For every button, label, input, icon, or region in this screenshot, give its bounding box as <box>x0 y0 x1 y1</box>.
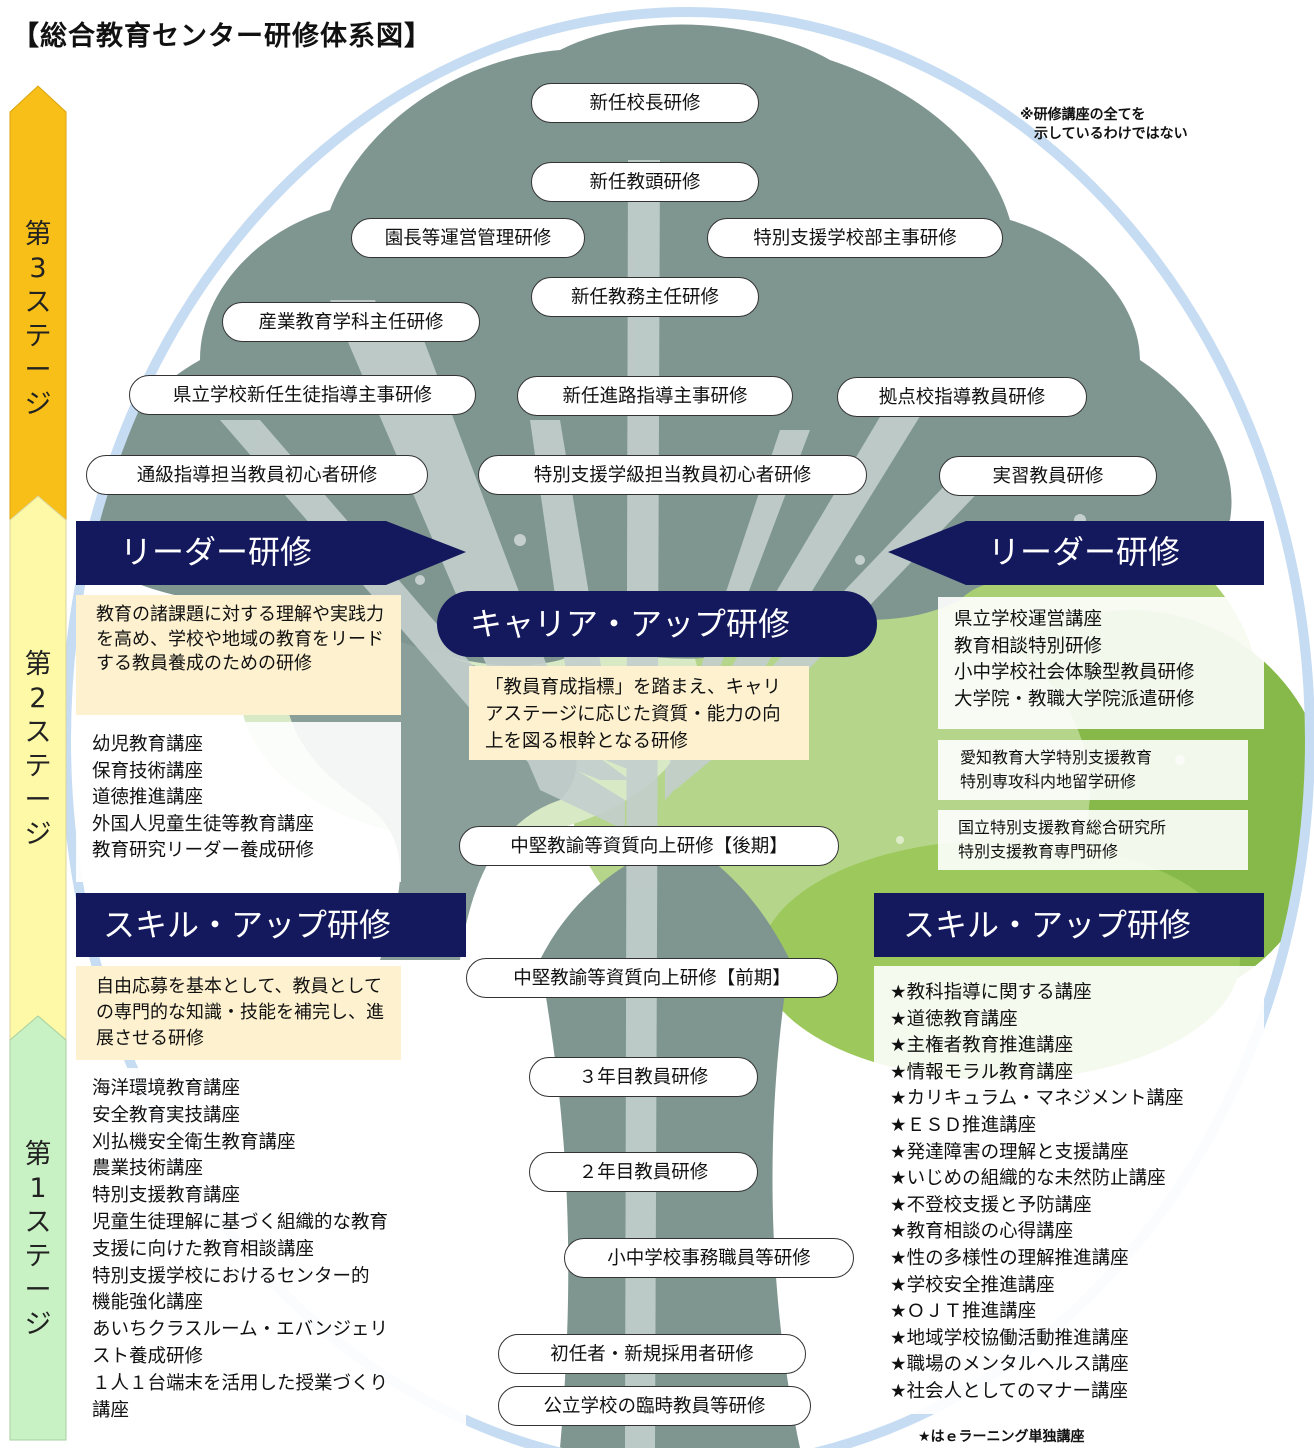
leader-description: 教育の諸課題に対する理解や実践力を高め、学校や地域の教育をリードする教員養成のた… <box>76 595 401 715</box>
list-item: 安全教育実技講座 <box>92 1104 241 1126</box>
list-item: 講座 <box>92 1399 130 1421</box>
training-pill-third-year: ３年目教員研修 <box>529 1057 758 1097</box>
list-item: スト養成研修 <box>92 1345 204 1367</box>
list-item: 農業技術講座 <box>92 1158 204 1180</box>
training-pill-practicum-teacher: 実習教員研修 <box>939 456 1157 496</box>
list-item: 国立特別支援教育総合研究所 <box>958 818 1167 837</box>
list-item: 特別専攻科内地留学研修 <box>960 772 1137 791</box>
training-pill-temporary-teacher: 公立学校の臨時教員等研修 <box>498 1386 811 1426</box>
list-item: ★職場のメンタルヘルス講座 <box>890 1354 1129 1376</box>
list-item: あいちクラスルーム・エバンジェリ <box>92 1319 389 1341</box>
list-item: ★ＯＪＴ推進講座 <box>890 1301 1037 1323</box>
list-item: 特別支援教育講座 <box>92 1185 241 1207</box>
list-item: 道徳推進講座 <box>92 787 204 808</box>
leader-left-course-list: 幼児教育講座 保育技術講座 道徳推進講座 外国人児童生徒等教育講座 教育研究リー… <box>76 722 401 882</box>
list-item: 教育相談特別研修 <box>954 635 1103 657</box>
list-item: 幼児教育講座 <box>92 734 204 755</box>
list-item: 教育研究リーダー養成研修 <box>92 840 315 861</box>
training-pill-student-guidance: 県立学校新任生徒指導主事研修 <box>129 375 476 415</box>
leader-right-course-list: 県立学校運営講座 教育相談特別研修 小中学校社会体験型教員研修 大学院・教職大学… <box>938 597 1264 729</box>
list-item: 児童生徒理解に基づく組織的な教育 <box>92 1211 389 1233</box>
list-item: ★主権者教育推進講座 <box>890 1035 1074 1057</box>
training-pill-new-principal: 新任校長研修 <box>531 83 759 123</box>
list-item: ★教科指導に関する講座 <box>890 982 1092 1003</box>
training-pill-special-class: 特別支援学級担当教員初心者研修 <box>478 455 867 495</box>
list-item: 小中学校社会体験型教員研修 <box>954 662 1195 683</box>
training-pill-midcareer-early: 中堅教諭等資質向上研修【前期】 <box>466 958 838 998</box>
training-pill-second-year: ２年目教員研修 <box>529 1152 758 1192</box>
stage-1-label: 第 1 ス テ ー ジ <box>24 1139 52 1340</box>
skill-left-course-list: 海洋環境教育講座 安全教育実技講座 刈払機安全衛生教育講座 農業技術講座 特別支… <box>76 1068 466 1430</box>
training-pill-special-support-dept: 特別支援学校部主事研修 <box>707 218 1003 258</box>
list-item: 愛知教育大学特別支援教育 <box>960 748 1153 767</box>
leader-right-heading: リーダー研修 <box>988 533 1181 571</box>
stage-3-label: 第 3 ス テ ー ジ <box>24 219 52 420</box>
list-item: 海洋環境教育講座 <box>92 1078 241 1099</box>
list-item: ★いじめの組織的な未然防止講座 <box>890 1168 1166 1190</box>
list-item: 特別支援学校におけるセンター的 <box>92 1265 370 1287</box>
training-pill-resource-room: 通級指導担当教員初心者研修 <box>86 455 428 495</box>
list-item: 県立学校運営講座 <box>954 609 1103 630</box>
list-item: ★地域学校協働活動推進講座 <box>890 1327 1129 1349</box>
career-up-heading: キャリア・アップ研修 <box>470 605 791 643</box>
career-description: 「教員育成指標」を踏まえ、キャリアステージに応じた資質・能力の向上を図る根幹とな… <box>469 666 809 760</box>
skill-right-heading: スキル・アップ研修 <box>903 906 1192 944</box>
list-item: ★社会人としてのマナー講座 <box>890 1380 1129 1402</box>
training-pill-midcareer-late: 中堅教諭等資質向上研修【後期】 <box>459 826 839 866</box>
training-pill-new-academic-affairs: 新任教務主任研修 <box>531 277 759 317</box>
list-item: 刈払機安全衛生教育講座 <box>92 1131 296 1153</box>
training-pill-clerical-staff: 小中学校事務職員等研修 <box>564 1238 854 1278</box>
list-item: 外国人児童生徒等教育講座 <box>92 813 315 835</box>
list-item: １人１台端末を活用した授業づくり <box>92 1372 389 1394</box>
skill-right-course-list: ★教科指導に関する講座 ★道徳教育講座 ★主権者教育推進講座 ★情報モラル教育講… <box>874 966 1264 1414</box>
skill-left-heading: スキル・アップ研修 <box>103 906 392 944</box>
leader-left-heading: リーダー研修 <box>120 533 313 571</box>
list-item: 特別支援教育専門研修 <box>958 842 1119 861</box>
list-item: 保育技術講座 <box>92 760 204 782</box>
disclaimer-note: ※研修講座の全てを 示しているわけではない <box>1020 107 1188 142</box>
stage-2-label: 第 2 ス テ ー ジ <box>24 649 52 850</box>
list-item: ★性の多様性の理解推進講座 <box>890 1247 1129 1269</box>
list-item: ★発達障害の理解と支援講座 <box>890 1141 1129 1163</box>
skill-description: 自由応募を基本として、教員としての専門的な知識・技能を補完し、進展させる研修 <box>76 966 401 1060</box>
training-pill-career-guidance: 新任進路指導主事研修 <box>517 376 793 416</box>
list-item: ★カリキュラム・マネジメント講座 <box>890 1088 1184 1110</box>
list-item: ★教育相談の心得講座 <box>890 1221 1074 1243</box>
list-item: ★道徳教育講座 <box>890 1008 1018 1030</box>
list-item: 支援に向けた教育相談講座 <box>92 1238 315 1260</box>
list-item: ★学校安全推進講座 <box>890 1274 1055 1296</box>
list-item: ★不登校支援と予防講座 <box>890 1194 1092 1216</box>
training-pill-base-school-instructor: 拠点校指導教員研修 <box>837 377 1087 417</box>
training-pill-industrial-education: 産業教育学科主任研修 <box>222 302 480 342</box>
list-item: ★ＥＳＤ推進講座 <box>890 1114 1037 1136</box>
elearning-footnote: ★はｅラーニング単独講座 <box>918 1429 1085 1445</box>
training-pill-new-hire: 初任者・新規採用者研修 <box>498 1334 806 1374</box>
list-item: ★情報モラル教育講座 <box>890 1061 1074 1083</box>
training-pill-kindergarten-head: 園長等運営管理研修 <box>351 218 585 258</box>
leader-right-extra-aichi: 愛知教育大学特別支援教育 特別専攻科内地留学研修 <box>938 740 1248 800</box>
list-item: 大学院・教職大学院派遣研修 <box>954 688 1195 710</box>
page-title: 【総合教育センター研修体系図】 <box>12 21 432 52</box>
list-item: 機能強化講座 <box>92 1292 204 1314</box>
leader-right-extra-nise: 国立特別支援教育総合研究所 特別支援教育専門研修 <box>938 810 1248 870</box>
training-pill-new-vice-principal: 新任教頭研修 <box>531 162 759 202</box>
